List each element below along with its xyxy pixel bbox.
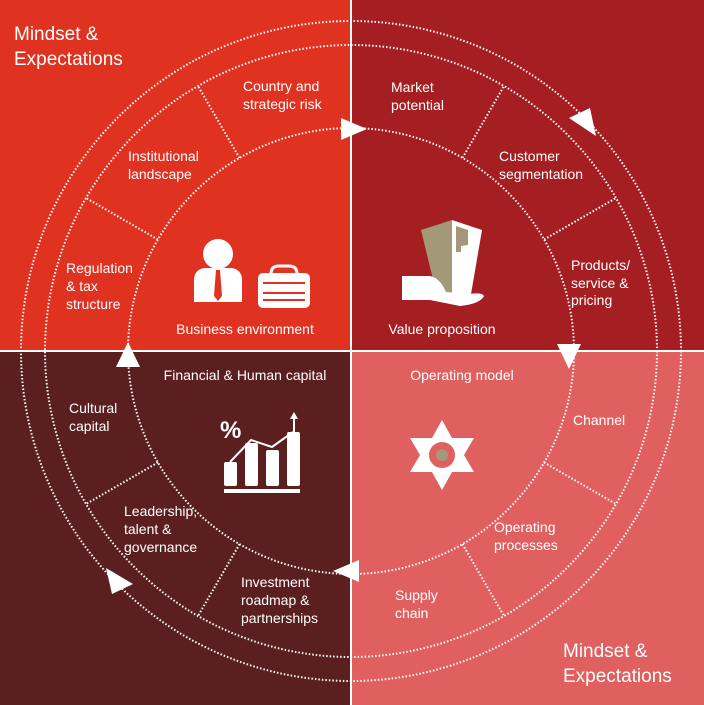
segment-market: Market bbox=[391, 79, 434, 95]
segment-institutional: Institutional bbox=[128, 148, 199, 164]
segment-investment: Investment bbox=[241, 574, 310, 590]
segment-cultural-capital: capital bbox=[69, 418, 109, 434]
growth-chart-percent-icon: % bbox=[220, 412, 300, 493]
businessman-icon bbox=[194, 239, 242, 302]
title-line: Expectations bbox=[563, 666, 672, 687]
quadrant-operating-model bbox=[351, 351, 704, 705]
quadrant-label-value-proposition: Value proposition bbox=[388, 321, 495, 337]
quadrant-financial-human-capital bbox=[0, 351, 351, 705]
arrow-up-icon bbox=[116, 342, 140, 367]
title-line: Mindset & bbox=[14, 24, 99, 45]
arrow-left-icon bbox=[333, 560, 359, 582]
segment-investment: roadmap & bbox=[241, 592, 310, 608]
segment-investment: partnerships bbox=[241, 610, 318, 626]
segment-regulation: Regulation bbox=[66, 260, 133, 276]
segment-outer-ring bbox=[44, 44, 658, 658]
segment-channel: Channel bbox=[573, 412, 625, 428]
arrow-up-left-icon bbox=[106, 568, 133, 594]
segment-leadership: governance bbox=[124, 539, 197, 555]
arrow-right-icon bbox=[341, 118, 367, 140]
segment-country-risk: strategic risk bbox=[243, 96, 323, 112]
segment-leadership: Leadership, bbox=[124, 503, 197, 519]
segment-market: potential bbox=[391, 97, 444, 113]
outer-cycle-ring bbox=[20, 20, 682, 682]
briefcase-icon bbox=[258, 264, 310, 308]
corner-title-top-left: Mindset & Expectations bbox=[14, 24, 123, 70]
segment-supply-chain: chain bbox=[395, 605, 428, 621]
corner-title-bottom-right: Mindset & Expectations bbox=[563, 641, 672, 687]
quadrant-label-business-environment: Business environment bbox=[176, 321, 314, 337]
segment-operating-processes: processes bbox=[494, 537, 558, 553]
segment-cultural-capital: Cultural bbox=[69, 400, 117, 416]
segment-operating-processes: Operating bbox=[494, 519, 555, 535]
segment-regulation: structure bbox=[66, 296, 121, 312]
quadrant-label-financial-human-capital: Financial & Human capital bbox=[164, 367, 327, 383]
segment-institutional: landscape bbox=[128, 166, 192, 182]
segment-country-risk: Country and bbox=[243, 78, 319, 94]
segment-regulation: & tax bbox=[66, 278, 98, 294]
quadrant-label-operating-model: Operating model bbox=[410, 367, 514, 383]
segment-products: service & bbox=[571, 275, 629, 291]
title-line: Expectations bbox=[14, 49, 123, 70]
segment-customer: Customer bbox=[499, 148, 560, 164]
segment-products: Products/ bbox=[571, 257, 630, 273]
title-line: Mindset & bbox=[563, 641, 648, 662]
hand-holding-building-icon bbox=[402, 220, 484, 306]
arrow-down-icon bbox=[557, 344, 581, 369]
segment-customer: segmentation bbox=[499, 166, 583, 182]
segment-products: pricing bbox=[571, 292, 612, 308]
segment-supply-chain: Supply bbox=[395, 587, 438, 603]
segment-leadership: talent & bbox=[124, 521, 172, 537]
percent-glyph: % bbox=[220, 417, 241, 444]
arrow-down-right-icon bbox=[569, 108, 596, 136]
star-globe-icon bbox=[410, 420, 474, 490]
